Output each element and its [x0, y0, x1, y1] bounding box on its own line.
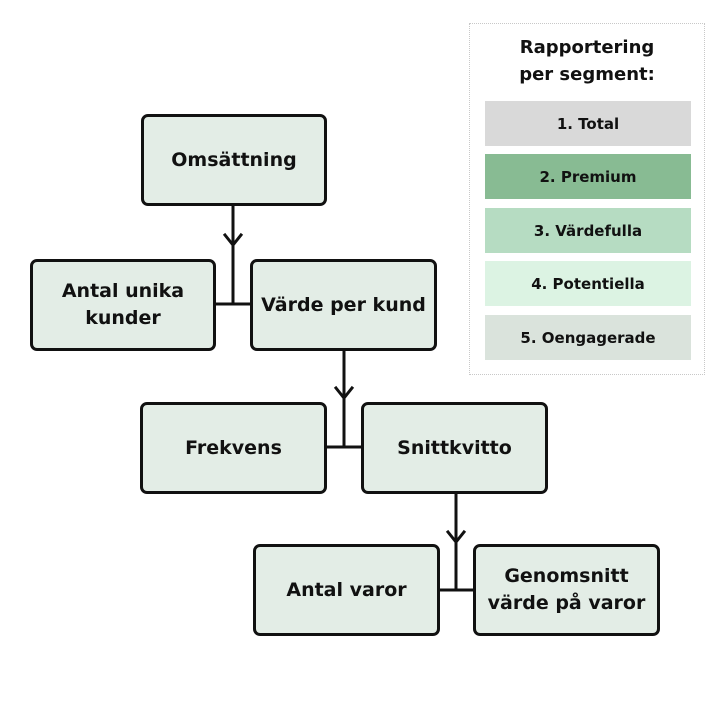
node-snittkvitto-label: Snittkvitto — [397, 436, 512, 459]
legend-item-potentiella: 4. Potentiella — [485, 261, 691, 306]
legend-title: Rapportering per segment: — [470, 34, 704, 88]
node-antal-unika-kunder-label-line1: Antal unika — [61, 280, 185, 302]
node-antal-varor: Antal varor — [253, 544, 440, 636]
node-antal-unika-kunder-label-line2: kunder — [85, 307, 161, 329]
node-omsattning: Omsättning — [141, 114, 327, 206]
arrowhead-omsattning — [222, 232, 244, 248]
legend-item-vardefulla: 3. Värdefulla — [485, 208, 691, 253]
node-varde-per-kund: Värde per kund — [250, 259, 437, 351]
node-frekvens-label: Frekvens — [185, 436, 282, 459]
node-frekvens: Frekvens — [140, 402, 327, 494]
legend-item-oengagerade: 5. Oengagerade — [485, 315, 691, 360]
node-varde-per-kund-label: Värde per kund — [261, 293, 426, 316]
node-antal-unika-kunder: Antal unika kunder — [30, 259, 216, 351]
node-genomsnitt-varde-pa-varor: Genomsnitt värde på varor — [473, 544, 660, 636]
legend-item-total: 1. Total — [485, 101, 691, 146]
node-omsattning-label: Omsättning — [171, 148, 297, 171]
arrowhead-vardeperkund — [333, 385, 355, 401]
node-genomsnitt-label-line2: värde på varor — [487, 592, 646, 614]
node-genomsnitt-label-line1: Genomsnitt — [504, 565, 629, 587]
legend-title-line2: per segment: — [519, 64, 655, 85]
node-snittkvitto: Snittkvitto — [361, 402, 548, 494]
legend-title-line1: Rapportering — [519, 37, 655, 58]
node-antal-varor-label: Antal varor — [286, 578, 407, 601]
legend-item-premium: 2. Premium — [485, 154, 691, 199]
segment-legend: Rapportering per segment: 1. Total 2. Pr… — [469, 23, 705, 375]
arrowhead-snittkvitto — [445, 529, 467, 545]
